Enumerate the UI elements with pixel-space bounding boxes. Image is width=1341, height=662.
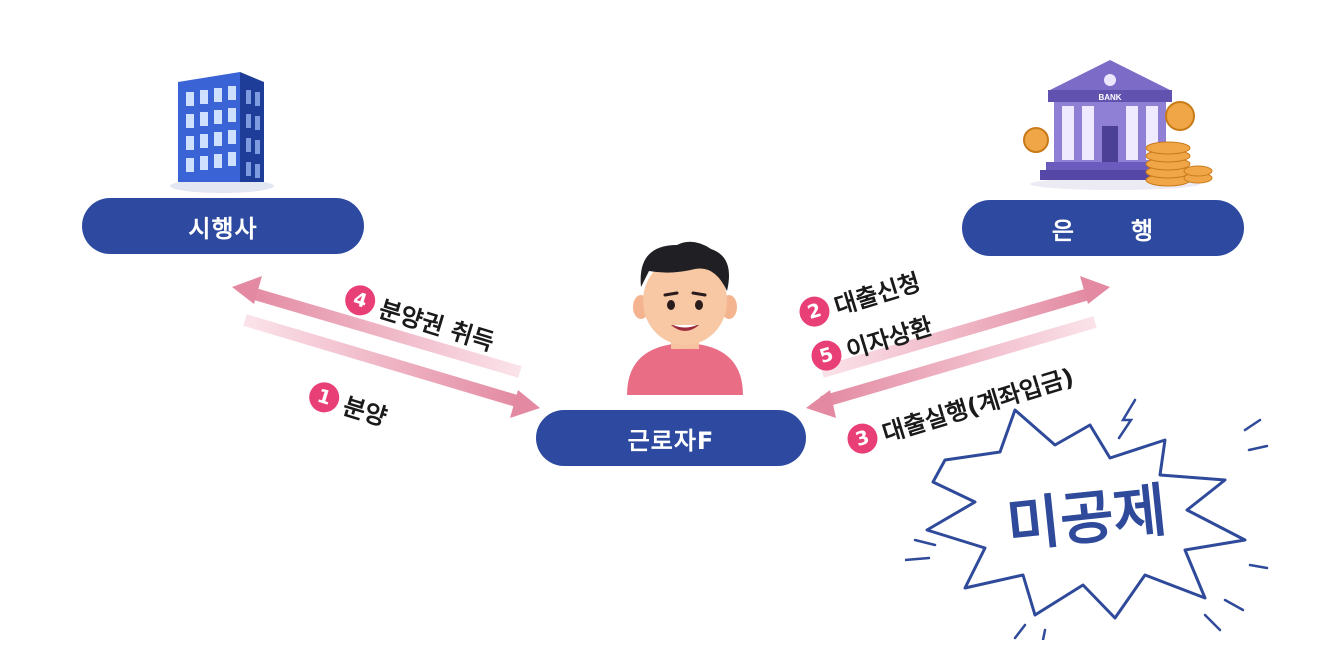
developer-node: 시행사: [82, 198, 364, 254]
stamp-text: 미공제: [1004, 476, 1170, 560]
office-building-icon: [170, 72, 274, 193]
arrow-developer-receives-ownership: [232, 276, 522, 378]
developer-label: 시행사: [188, 214, 258, 243]
bank-sign-text: BANK: [1098, 93, 1121, 102]
worker-avatar: [627, 241, 743, 395]
bank-icon: BANK: [1023, 60, 1213, 190]
arrow-worker-to-bank: [820, 276, 1110, 378]
worker-node: 근로자F: [536, 410, 806, 466]
arrow-bank-to-worker: [806, 316, 1097, 418]
bank-label: 은 행: [1051, 216, 1155, 245]
non-deduction-burst: 미공제: [905, 398, 1269, 640]
worker-label: 근로자F: [627, 426, 715, 455]
arrow-sale-to-worker: [243, 314, 540, 418]
bank-node: 은 행: [962, 200, 1244, 256]
